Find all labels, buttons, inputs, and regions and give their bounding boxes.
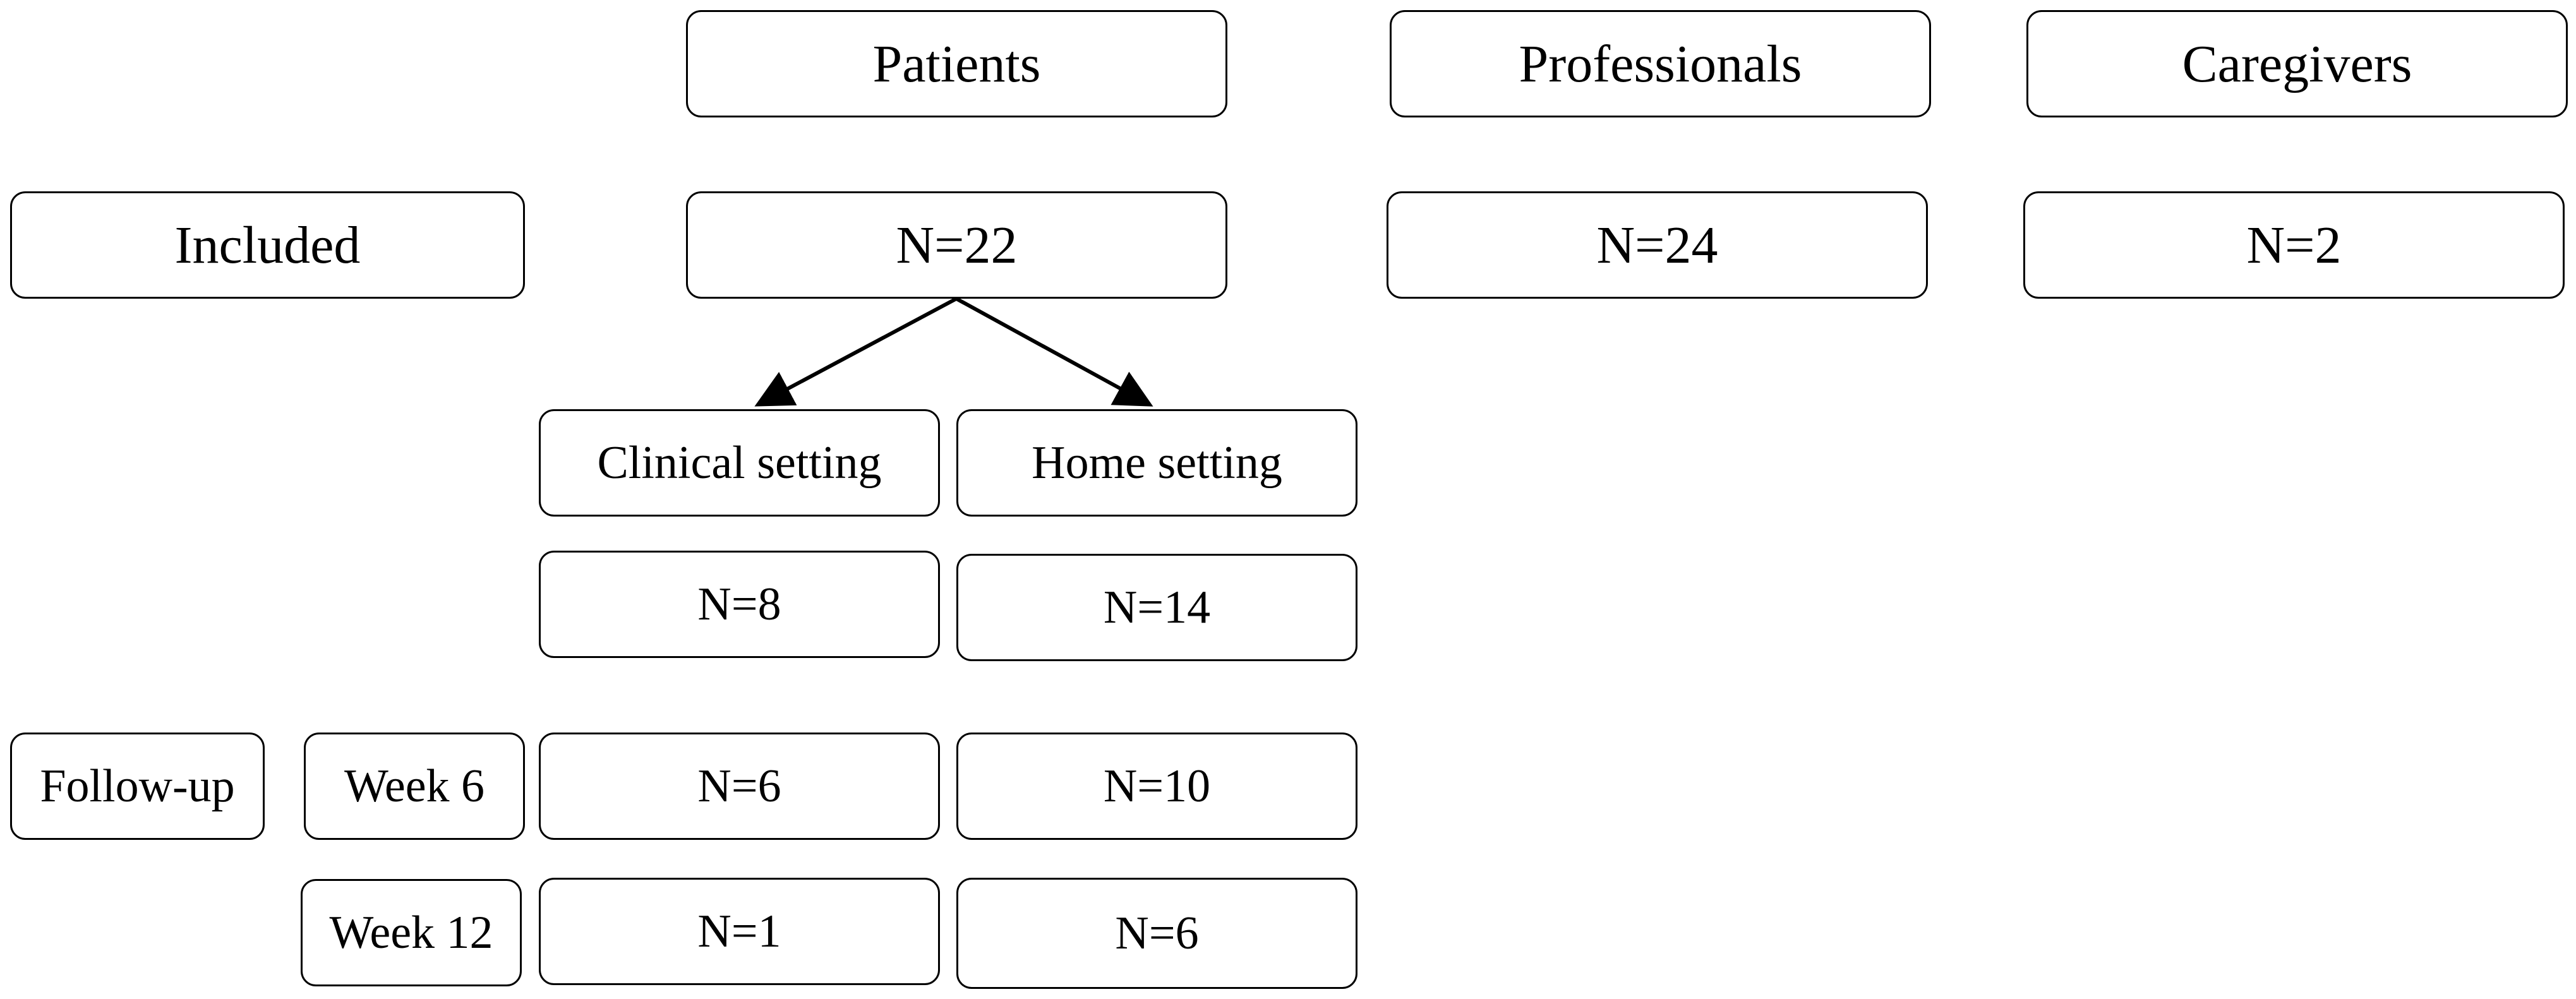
professionals-header: Professionals [1390, 10, 1931, 117]
patients-included-count: N=22 [686, 191, 1227, 299]
clinical-setting-label: Clinical setting [539, 409, 940, 517]
home-setting-label: Home setting [956, 409, 1357, 517]
home-included-count: N=14 [956, 554, 1357, 661]
clinical-week-12-count: N=1 [539, 878, 940, 985]
caregivers-included-count: N=2 [2023, 191, 2565, 299]
arrow-to-clinical [754, 297, 958, 407]
patients-header: Patients [686, 10, 1227, 117]
clinical-week-6-count: N=6 [539, 733, 940, 840]
caregivers-header: Caregivers [2026, 10, 2568, 117]
home-week-12-count: N=6 [956, 878, 1357, 989]
week-6-label: Week 6 [304, 733, 525, 840]
week-12-label: Week 12 [301, 879, 522, 986]
included-label: Included [10, 191, 525, 299]
follow-up-label: Follow-up [10, 733, 265, 840]
professionals-included-count: N=24 [1387, 191, 1928, 299]
clinical-included-count: N=8 [539, 551, 940, 658]
arrow-to-home [955, 297, 1153, 407]
home-week-6-count: N=10 [956, 733, 1357, 840]
